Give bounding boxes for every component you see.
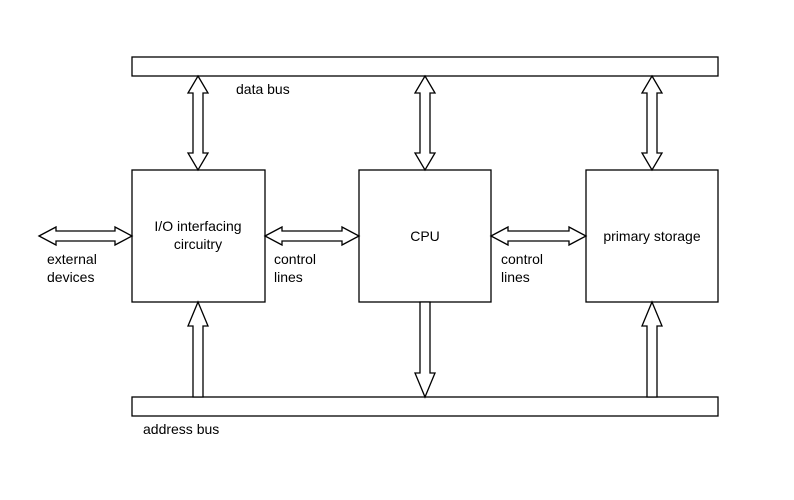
data-bus-label: data bus bbox=[236, 81, 290, 97]
data-bus-bar bbox=[131, 56, 719, 77]
control-lines-right-line-1: control bbox=[501, 251, 543, 267]
control-lines-right-line-2: lines bbox=[501, 269, 530, 285]
cpu-box bbox=[358, 169, 492, 303]
address-bus-label: address bus bbox=[143, 421, 219, 437]
data-bus-storage-double-arrow bbox=[640, 74, 664, 172]
cpu-to-address-bus-arrow bbox=[414, 301, 436, 399]
primary-storage-label: primary storage bbox=[603, 228, 700, 244]
data-bus-cpu-double-arrow bbox=[413, 74, 437, 172]
io-label-line-1: I/O interfacing bbox=[154, 218, 241, 234]
control-lines-left-line-2: lines bbox=[274, 269, 303, 285]
io-cpu-control-double-arrow bbox=[263, 225, 361, 247]
address-bus-to-storage-arrow bbox=[641, 300, 663, 398]
control-lines-left-line-1: control bbox=[274, 251, 316, 267]
io-interfacing-box bbox=[131, 169, 266, 303]
address-bus-bar bbox=[131, 396, 719, 417]
external-io-double-arrow bbox=[37, 225, 134, 247]
address-bus-to-io-arrow bbox=[187, 300, 209, 398]
external-devices-label-line-2: devices bbox=[47, 269, 94, 285]
io-label-line-2: circuitry bbox=[174, 236, 222, 252]
cpu-storage-control-double-arrow bbox=[489, 225, 588, 247]
data-bus-io-double-arrow bbox=[186, 74, 210, 172]
cpu-label: CPU bbox=[410, 228, 440, 244]
external-devices-label-line-1: external bbox=[47, 251, 97, 267]
